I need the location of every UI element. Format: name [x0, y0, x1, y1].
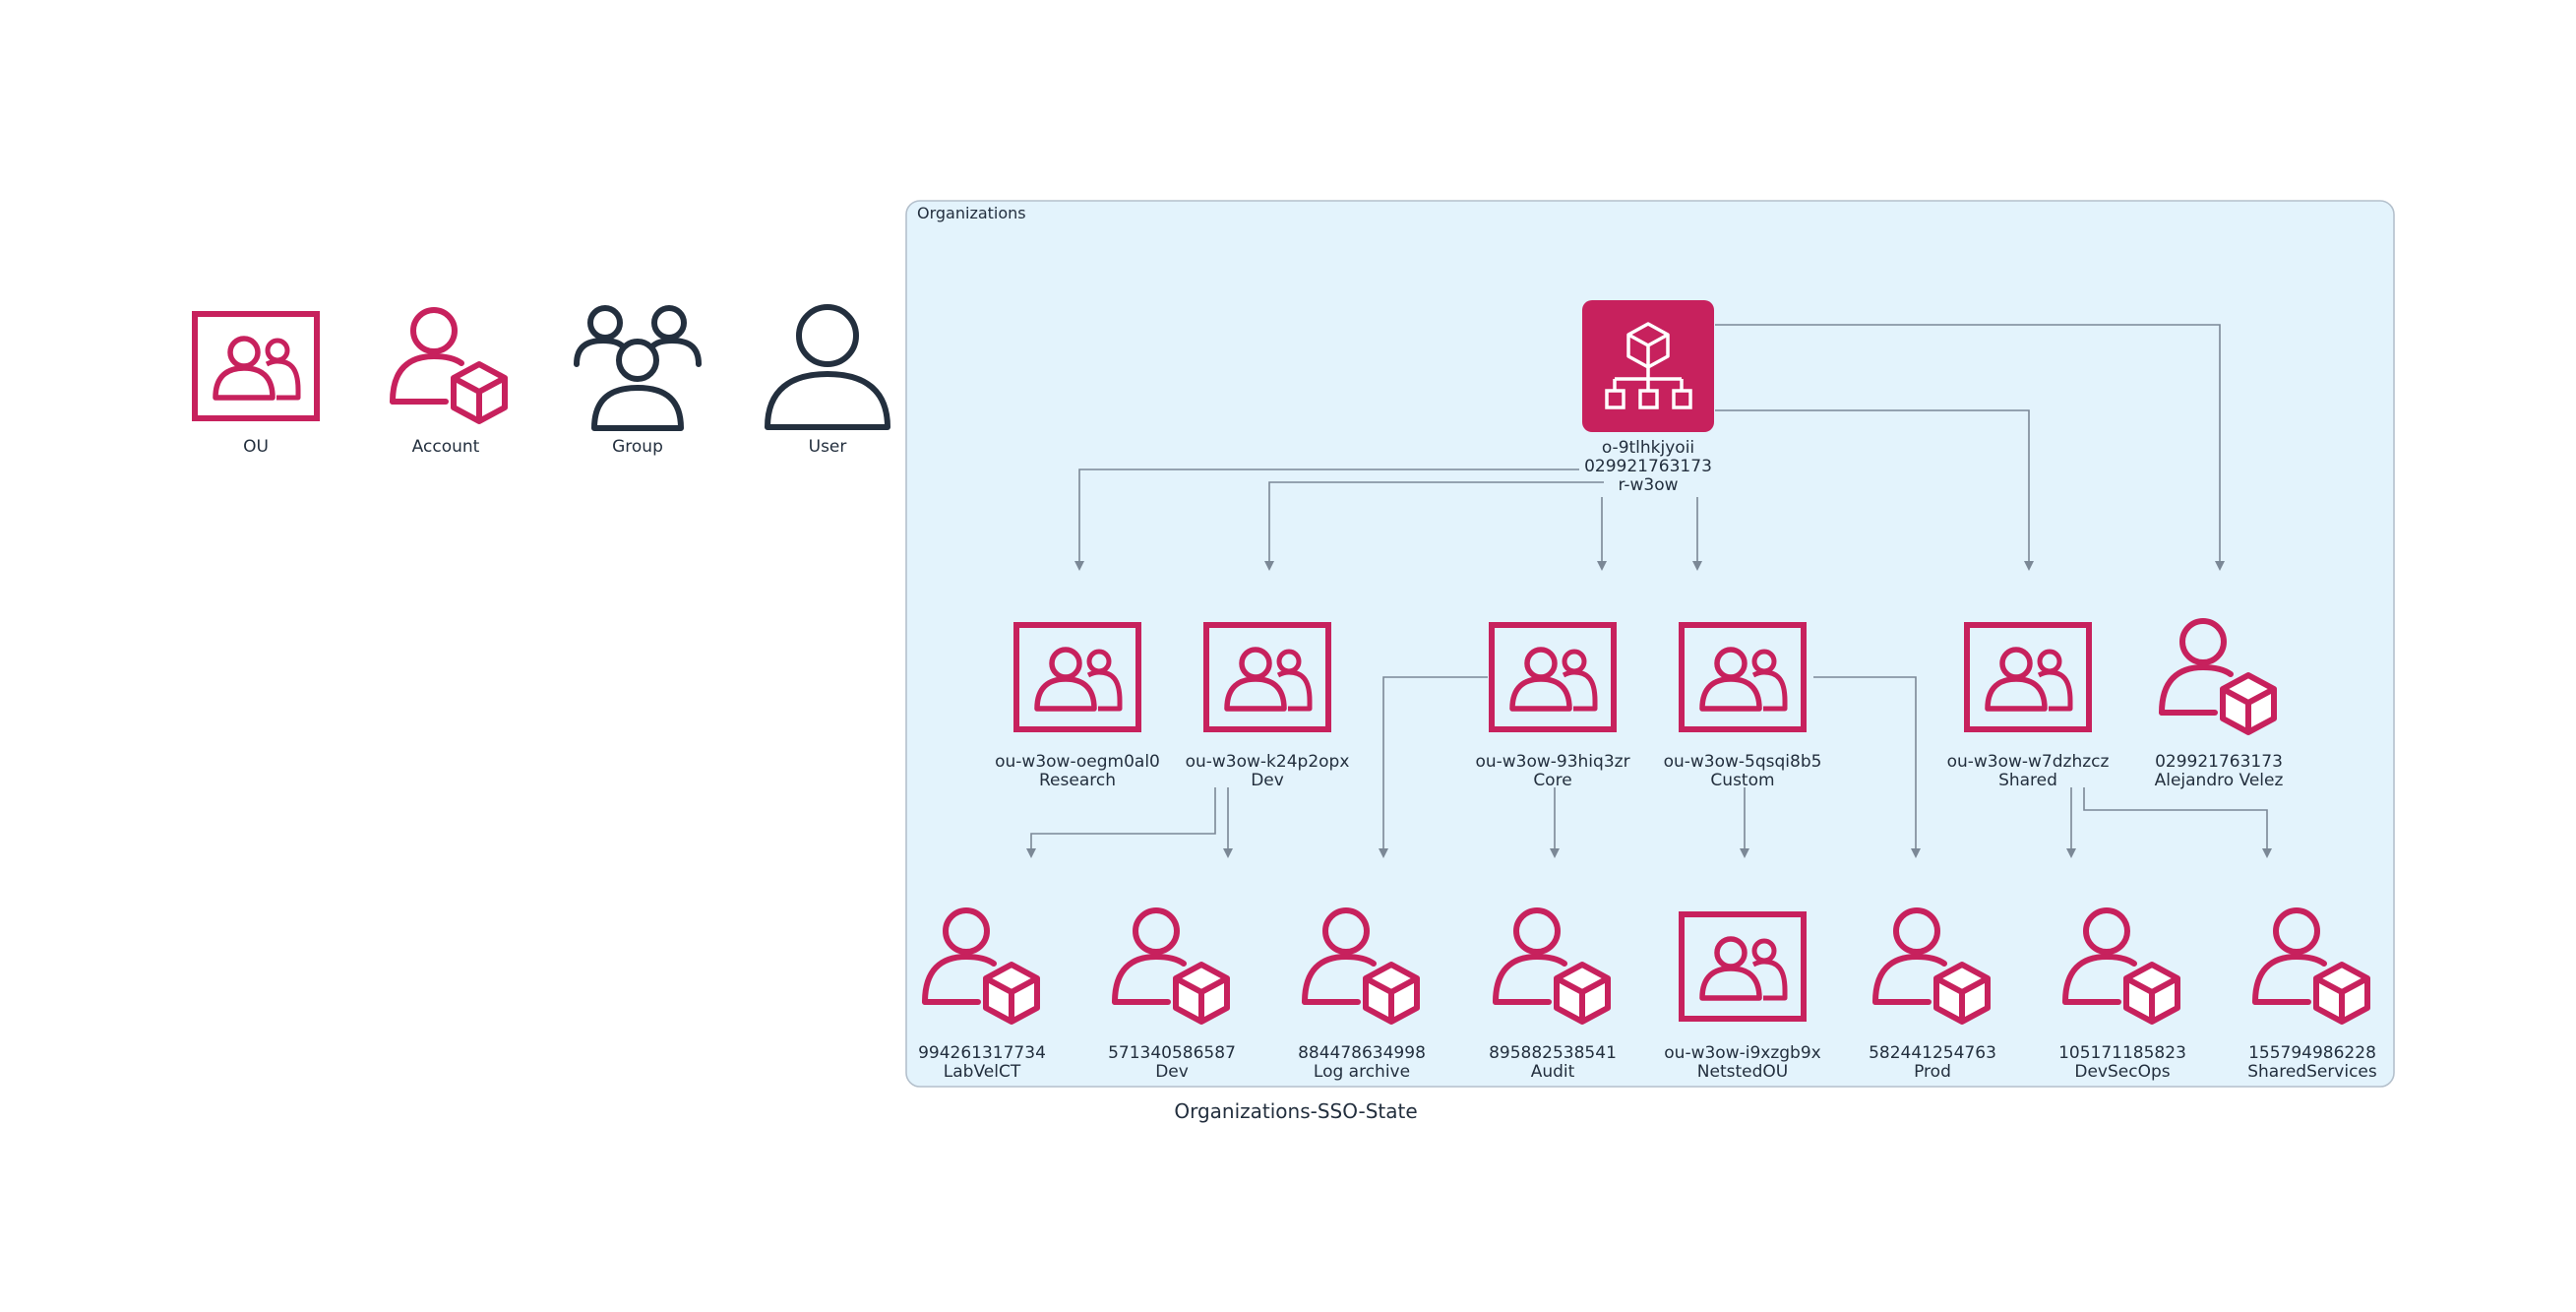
organizations-cluster: Organizations: [905, 200, 2395, 1088]
node-label-line: 884478634998: [1298, 1043, 1426, 1063]
node-label-line: NetstedOU: [1697, 1062, 1788, 1082]
node-label-line: SharedServices: [2247, 1062, 2377, 1082]
node-label-line: 582441254763: [1869, 1043, 1996, 1063]
node-label-line: ou-w3ow-5qsqi8b5: [1664, 752, 1822, 772]
legend-account-label: Account: [412, 437, 480, 457]
edge-dev-labvelct: [1026, 787, 1216, 858]
node-label-line: ou-w3ow-w7dzhzcz: [1947, 752, 2110, 772]
node-label-line: 571340586587: [1108, 1043, 1236, 1063]
legend-account: Account: [393, 310, 505, 457]
node-label-line: LabVelCT: [944, 1062, 1021, 1082]
node-root-line-2: 029921763173: [1584, 457, 1712, 476]
legend-ou: OU: [195, 314, 317, 457]
diagram-caption: Organizations-SSO-State: [1174, 1099, 1417, 1123]
node-label-line: ou-w3ow-93hiq3zr: [1475, 752, 1629, 772]
legend-group: Group: [577, 308, 699, 457]
node-label-line: 895882538541: [1489, 1043, 1617, 1063]
node-label-line: Alejandro Velez: [2155, 771, 2284, 790]
node-label-line: 155794986228: [2248, 1043, 2376, 1063]
edges: [1026, 324, 2272, 858]
node-root-line-1: o-9tlhkjyoii: [1602, 438, 1694, 458]
node-label-line: ou-w3ow-k24p2opx: [1186, 752, 1350, 772]
node-label-line: Research: [1039, 771, 1116, 790]
node-root-line-3: r-w3ow: [1618, 475, 1678, 495]
node-label-line: Core: [1533, 771, 1571, 790]
node-label-line: Dev: [1155, 1062, 1189, 1082]
edge-root-research: [1074, 469, 1579, 571]
legend-user: User: [767, 307, 888, 457]
node-label-line: DevSecOps: [2074, 1062, 2170, 1082]
user-icon: [767, 307, 888, 427]
legend-group-label: Group: [612, 437, 663, 457]
cluster-title: Organizations: [917, 204, 1026, 222]
node-label-line: Dev: [1251, 771, 1284, 790]
edge-root-shared: [1715, 409, 2034, 571]
cluster-box: [905, 200, 2395, 1088]
edge-custom-prod: [1813, 676, 1921, 858]
ou-icon: [195, 314, 317, 418]
edge-shared-sharedservices: [2083, 787, 2272, 858]
node-label-line: Audit: [1531, 1062, 1575, 1082]
node-label-line: Log archive: [1314, 1062, 1410, 1082]
edge-root-account: [1715, 324, 2225, 571]
node-label-line: 994261317734: [918, 1043, 1046, 1063]
edge-core-logarchive: [1379, 676, 1488, 858]
node-label-line: Shared: [1998, 771, 2057, 790]
organization-icon: [1582, 300, 1714, 432]
node-root-organization[interactable]: o-9tlhkjyoii 029921763173 r-w3ow: [1582, 300, 1714, 495]
node-label-line: 105171185823: [2058, 1043, 2186, 1063]
node-label-line: 029921763173: [2155, 752, 2283, 772]
node-label-line: Custom: [1710, 771, 1774, 790]
legend-user-label: User: [809, 437, 847, 457]
level1-nodes: ou-w3ow-oegm0al0Researchou-w3ow-k24p2opx…: [995, 621, 2283, 790]
legend: OU Account Group User: [195, 307, 888, 457]
edge-root-dev: [1264, 481, 1604, 571]
account-icon: [393, 310, 505, 421]
node-label-line: ou-w3ow-i9xzgb9x: [1664, 1043, 1820, 1063]
node-label-line: Prod: [1914, 1062, 1951, 1082]
group-icon: [577, 308, 699, 428]
node-label-line: ou-w3ow-oegm0al0: [995, 752, 1160, 772]
legend-ou-label: OU: [243, 437, 269, 457]
